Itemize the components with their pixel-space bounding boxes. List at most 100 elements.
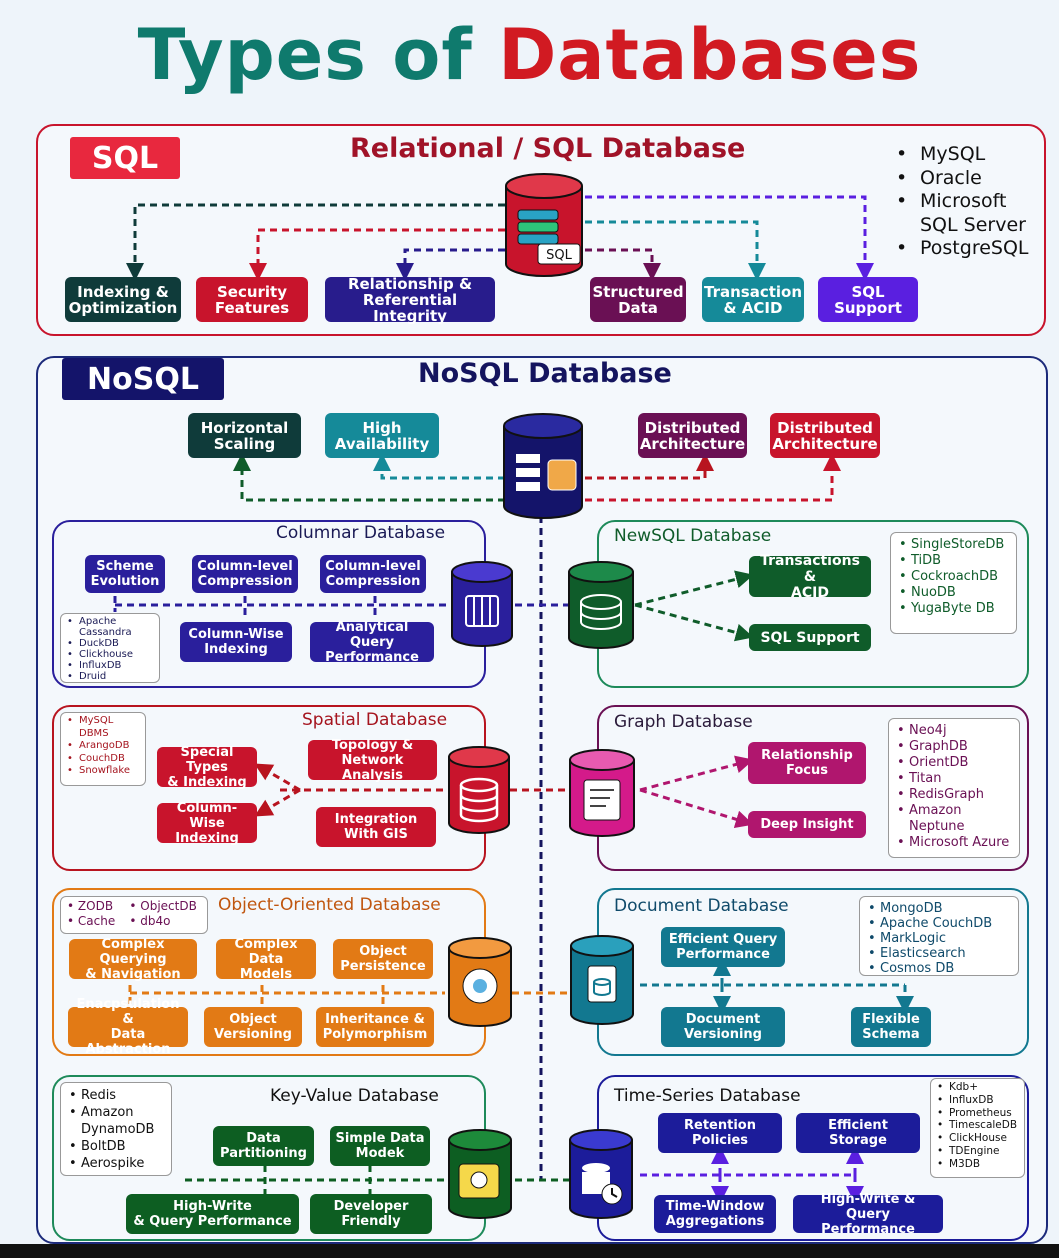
nosql-feature-horizontal: Horizontal Scaling bbox=[188, 413, 301, 458]
title-part-2: Databases bbox=[498, 14, 922, 96]
timeseries-example: Kdb+ bbox=[937, 1081, 1020, 1094]
timeseries-box-timewindow: Time-Window Aggregations bbox=[654, 1195, 776, 1233]
sql-example: Oracle bbox=[896, 167, 1029, 191]
keyvalue-link bbox=[185, 1165, 570, 1195]
sql-database-icon: SQL bbox=[505, 173, 583, 277]
timeseries-heading: Time-Series Database bbox=[614, 1086, 801, 1106]
nosql-tag: NoSQL bbox=[62, 358, 224, 400]
columnar-box-analytical: Analytical Query Performance bbox=[310, 620, 434, 665]
document-examples: MongoDB Apache CouchDB MarkLogic Elastic… bbox=[859, 896, 1019, 976]
document-example: Apache CouchDB bbox=[868, 916, 1012, 931]
spatial-example: CouchDB bbox=[67, 753, 141, 766]
object-examples: • ZODB • ObjectDB • Cache • db4o bbox=[60, 896, 208, 934]
spatial-arrow-2 bbox=[254, 788, 301, 817]
spatial-box-topology: Topology & Network Analysis bbox=[308, 738, 437, 783]
sql-line-security bbox=[249, 228, 505, 281]
nosql-line-horizontal bbox=[233, 453, 505, 502]
keyvalue-box-partitioning: Data Partitioning bbox=[213, 1126, 314, 1166]
columnar-example: Clickhouse bbox=[67, 649, 155, 660]
timeseries-database-icon bbox=[569, 1129, 633, 1219]
columnar-box-compression-2: Column-level Compression bbox=[320, 555, 426, 593]
graph-example: GraphDB bbox=[897, 739, 1013, 755]
main-title: Types of Databases bbox=[0, 10, 1059, 100]
spatial-database-icon bbox=[448, 746, 510, 834]
document-example: MarkLogic bbox=[868, 931, 1012, 946]
object-example: • ObjectDB bbox=[129, 899, 197, 913]
spatial-example: Snowflake bbox=[67, 765, 141, 778]
newsql-arrow-1 bbox=[634, 570, 754, 607]
spatial-examples: MySQL DBMS ArangoDB CouchDB Snowflake bbox=[60, 712, 146, 786]
document-database-icon bbox=[570, 935, 634, 1025]
columnar-heading: Columnar Database bbox=[276, 523, 446, 543]
graph-example: Neo4j bbox=[897, 723, 1013, 739]
nosql-line-availability bbox=[373, 453, 505, 480]
title-part-1: Types of bbox=[137, 14, 473, 96]
columnar-example: DuckDB bbox=[67, 638, 155, 649]
spatial-box-gis: Integration With GIS bbox=[316, 807, 436, 847]
keyvalue-example: Amazon DynamoDB bbox=[69, 1104, 165, 1138]
timeseries-example: TDEngine bbox=[937, 1145, 1020, 1158]
columnar-example: Druid bbox=[67, 671, 155, 682]
object-box-querying: Complex Querying & Navigation bbox=[69, 937, 197, 982]
columnar-link bbox=[113, 596, 570, 620]
newsql-database-icon bbox=[568, 561, 634, 649]
document-box-versioning: Document Versioning bbox=[661, 1007, 785, 1047]
graph-example: OrientDB bbox=[897, 755, 1013, 771]
graph-box-deepinsight: Deep Insight bbox=[748, 811, 866, 838]
timeseries-example: Prometheus bbox=[937, 1107, 1020, 1120]
newsql-heading: NewSQL Database bbox=[614, 526, 772, 546]
object-link bbox=[128, 985, 570, 1005]
object-box-inheritance: Inheritance & Polymorphism bbox=[316, 1007, 434, 1047]
columnar-examples: Apache Cassandra DuckDB Clickhouse Influ… bbox=[60, 613, 160, 683]
keyvalue-database-icon bbox=[448, 1129, 512, 1219]
sql-line-transaction bbox=[585, 220, 766, 281]
graph-example: Microsoft Azure bbox=[897, 835, 1013, 851]
sql-heading: Relational / SQL Database bbox=[350, 133, 746, 164]
object-box-encapsulation: Enacpsulation & Data Abstraction bbox=[68, 997, 188, 1057]
document-example: Cosmos DB bbox=[868, 961, 1012, 976]
keyvalue-example: BoltDB bbox=[69, 1138, 165, 1155]
sql-example: Microsoft SQL Server bbox=[896, 190, 1029, 237]
newsql-box-sqlsupport: SQL Support bbox=[749, 624, 871, 651]
keyvalue-examples: Redis Amazon DynamoDB BoltDB Aerospike bbox=[60, 1082, 172, 1176]
document-box-efficient: Efficient Query Performance bbox=[661, 927, 785, 967]
object-box-datamodels: Complex Data Models bbox=[216, 937, 316, 982]
sql-feature-indexing: Indexing & Optimization bbox=[65, 277, 181, 322]
graph-examples: Neo4j GraphDB OrientDB Titan RedisGraph … bbox=[888, 718, 1020, 858]
timeseries-example: InfluxDB bbox=[937, 1094, 1020, 1107]
object-database-icon bbox=[448, 937, 512, 1027]
keyvalue-example: Aerospike bbox=[69, 1155, 165, 1172]
newsql-arrow-2 bbox=[634, 603, 754, 642]
graph-heading: Graph Database bbox=[614, 712, 753, 732]
sql-db-icon-label: SQL bbox=[546, 248, 572, 263]
object-box-persistence: Object Persistence bbox=[333, 939, 433, 979]
columnar-database-icon bbox=[451, 561, 513, 647]
keyvalue-heading: Key-Value Database bbox=[270, 1086, 439, 1106]
timeseries-example: ClickHouse bbox=[937, 1132, 1020, 1145]
timeseries-examples: Kdb+ InfluxDB Prometheus TimescaleDB Cli… bbox=[930, 1078, 1025, 1178]
newsql-example: TiDB bbox=[899, 553, 1010, 569]
nosql-database-icon bbox=[503, 413, 583, 519]
nosql-feature-distributed-1: Distributed Architecture bbox=[638, 413, 747, 458]
spatial-arrow-1 bbox=[254, 763, 301, 792]
sql-line-sqlsupport bbox=[585, 195, 874, 281]
object-heading: Object-Oriented Database bbox=[218, 895, 441, 915]
nosql-feature-distributed-2: Distributed Architecture bbox=[770, 413, 880, 458]
newsql-example: SingleStoreDB bbox=[899, 537, 1010, 553]
keyvalue-box-datamodel: Simple Data Modek bbox=[330, 1126, 430, 1166]
columnar-box-indexing: Column-Wise Indexing bbox=[180, 622, 292, 662]
sql-feature-sqlsupport: SQL Support bbox=[818, 277, 918, 322]
document-example: Elasticsearch bbox=[868, 946, 1012, 961]
document-example: MongoDB bbox=[868, 901, 1012, 916]
sql-tag: SQL bbox=[70, 137, 180, 179]
graph-example: RedisGraph bbox=[897, 787, 1013, 803]
timeseries-box-storage: Efficient Storage bbox=[796, 1113, 920, 1153]
columnar-example: Apache Cassandra bbox=[67, 616, 155, 638]
keyvalue-box-developer: Developer Friendly bbox=[310, 1194, 432, 1234]
sql-example: MySQL bbox=[896, 143, 1029, 167]
timeseries-example: TimescaleDB bbox=[937, 1119, 1020, 1132]
document-box-flexible: Flexible Schema bbox=[851, 1007, 931, 1047]
document-heading: Document Database bbox=[614, 896, 789, 916]
sql-feature-security: Security Features bbox=[196, 277, 308, 322]
